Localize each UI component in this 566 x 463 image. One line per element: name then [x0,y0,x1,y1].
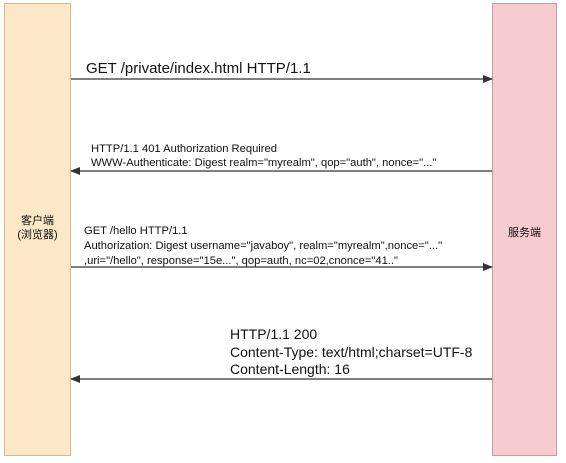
message-2-line-1: HTTP/1.1 401 Authorization Required [91,143,277,155]
client-name: 客户端 [21,215,54,227]
server-name: 服务端 [508,227,541,239]
message-4-line-2: Content-Type: text/html;charset=UTF-8 [230,343,473,360]
message-3: GET /hello HTTP/1.1 Authorization: Diges… [84,224,442,269]
message-4: HTTP/1.1 200 Content-Type: text/html;cha… [230,326,472,379]
server-lane: 服务端 [492,3,557,456]
message-1-line-1: GET /private/index.html HTTP/1.1 [86,60,311,77]
server-label: 服务端 [493,226,556,240]
message-2: HTTP/1.1 401 Authorization Required WWW-… [91,142,436,170]
message-2-line-2: WWW-Authenticate: Digest realm="myrealm"… [91,157,437,169]
message-4-line-3: Content-Length: 16 [230,361,350,377]
client-subtitle: (浏览器) [17,229,58,241]
message-4-line-1: HTTP/1.1 200 [230,326,318,342]
message-3-line-1: GET /hello HTTP/1.1 [84,225,188,237]
client-lane: 客户端 (浏览器) [4,3,71,456]
client-label: 客户端 (浏览器) [5,214,70,242]
message-1: GET /private/index.html HTTP/1.1 [86,60,311,78]
message-3-line-3: ,uri="/hello", response="15e...", qop=au… [84,255,398,267]
message-3-line-2: Authorization: Digest username="javaboy"… [84,240,443,252]
